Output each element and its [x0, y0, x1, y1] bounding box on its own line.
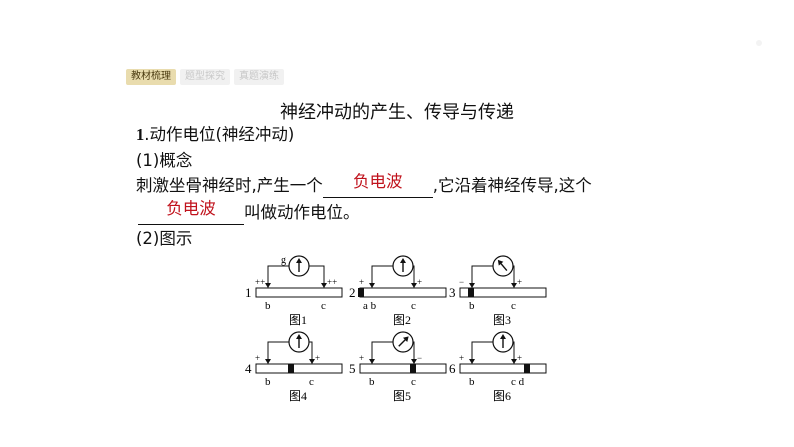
- point-label-right: c: [411, 376, 416, 388]
- panel-number: 5: [349, 361, 356, 376]
- nerve-fiber: [255, 287, 343, 298]
- needle-arrow: [296, 334, 302, 339]
- electrode-tip-right: [511, 283, 517, 288]
- point-label-right: c d: [511, 376, 525, 388]
- galvanometer-label: g: [281, 255, 286, 266]
- subsection-concept: (1)概念: [136, 151, 193, 170]
- electrode-sign-left: −: [459, 277, 464, 287]
- electrode-tip-left: [369, 283, 375, 288]
- needle-arrow: [500, 334, 506, 339]
- subsection-diagram: (2)图示: [136, 229, 193, 248]
- electrode-tip-right: [309, 359, 315, 364]
- electrode-wire-left: [471, 341, 493, 364]
- corner-dot: [756, 40, 762, 46]
- panel-caption: 图2: [393, 313, 411, 327]
- electrode-wire-left: [371, 265, 393, 288]
- electrode-sign-right: ++: [327, 277, 337, 287]
- excited-region: [524, 364, 530, 373]
- definition-text-3: 叫做动作电位。: [244, 203, 360, 222]
- electrode-sign-right: +: [315, 353, 320, 363]
- panel-number: 2: [349, 285, 356, 300]
- electrode-sign-left: +: [459, 353, 464, 363]
- electrode-sign-left: +: [255, 353, 260, 363]
- panel-number: 1: [245, 285, 252, 300]
- nerve-fiber: [255, 363, 343, 374]
- needle-arrow: [400, 258, 406, 263]
- electrode-tip-left: [265, 283, 271, 288]
- section-title: .动作电位(神经冲动): [144, 125, 295, 144]
- panel-caption: 图6: [493, 389, 511, 403]
- excited-region: [288, 364, 294, 373]
- electrode-wire-left: [471, 265, 493, 288]
- electrode-sign-left: ++: [255, 277, 265, 287]
- tab-textbook-review[interactable]: 教材梳理: [126, 69, 176, 85]
- definition-text-2: ,它沿着神经传导,这个: [432, 176, 592, 195]
- electrode-wire-right: [309, 341, 313, 364]
- point-label-left: b: [469, 300, 475, 312]
- electrode-sign-left: +: [359, 353, 364, 363]
- point-label-right: c: [309, 376, 314, 388]
- tab-question-types[interactable]: 题型探究: [180, 69, 230, 85]
- electrode-tip-right: [411, 359, 417, 364]
- point-label-right: c: [411, 300, 416, 312]
- point-label-left: a b: [363, 300, 377, 312]
- definition-text-1: 刺激坐骨神经时,产生一个: [136, 176, 323, 195]
- section-heading: 1.动作电位(神经冲动): [136, 124, 294, 146]
- point-label-right: c: [321, 300, 326, 312]
- needle-arrow: [497, 259, 504, 266]
- electrode-tip-right: [411, 283, 417, 288]
- tab-bar: 教材梳理 题型探究 真题演练: [126, 69, 284, 85]
- nerve-fiber: [459, 363, 547, 374]
- excited-region: [410, 364, 416, 373]
- panel-caption: 图1: [289, 313, 307, 327]
- electrode-sign-right: +: [417, 277, 422, 287]
- section-number: 1: [136, 125, 145, 144]
- answer-text-2: 负电波: [166, 199, 216, 218]
- point-label-right: c: [511, 300, 516, 312]
- electrode-wire-left: [267, 265, 289, 288]
- electrode-tip-left: [469, 359, 475, 364]
- definition-line-2: 负电波 叫做动作电位。: [138, 199, 360, 225]
- electrode-tip-left: [369, 359, 375, 364]
- electrode-sign-left: +: [359, 277, 364, 287]
- excited-region: [468, 288, 474, 297]
- page-title: 神经冲动的产生、传导与传递: [280, 102, 514, 123]
- excited-region: [358, 288, 364, 297]
- nerve-fiber: [359, 363, 447, 374]
- nerve-fiber: [359, 287, 447, 298]
- electrode-tip-right: [511, 359, 517, 364]
- panel-caption: 图3: [493, 313, 511, 327]
- electrode-tip-right: [321, 283, 327, 288]
- answer-blank-2: 负电波: [138, 199, 244, 225]
- electrode-sign-right: −: [417, 353, 422, 363]
- answer-blank-1: 负电波: [322, 172, 433, 198]
- electrode-sign-right: +: [517, 353, 522, 363]
- point-label-left: b: [265, 376, 271, 388]
- electrode-tip-left: [265, 359, 271, 364]
- needle-arrow: [403, 336, 409, 342]
- electrode-tip-left: [469, 283, 475, 288]
- definition-line-1: 刺激坐骨神经时,产生一个 负电波 ,它沿着神经传导,这个: [136, 172, 592, 198]
- answer-text-1: 负电波: [353, 172, 403, 191]
- point-label-left: b: [265, 300, 271, 312]
- point-label-left: b: [369, 376, 375, 388]
- panel-number: 3: [449, 285, 456, 300]
- panel-caption: 图4: [289, 389, 307, 403]
- nerve-fiber: [459, 287, 547, 298]
- panel-number: 6: [449, 361, 456, 376]
- tab-past-exams[interactable]: 真题演练: [234, 69, 284, 85]
- needle-arrow: [296, 258, 302, 263]
- panel-number: 4: [245, 361, 252, 376]
- electrode-wire-left: [371, 341, 393, 364]
- electrode-wire-left: [267, 341, 289, 364]
- point-label-left: b: [469, 376, 475, 388]
- panel-caption: 图5: [393, 389, 411, 403]
- electrode-sign-right: +: [517, 277, 522, 287]
- electrode-wire-right: [309, 265, 325, 288]
